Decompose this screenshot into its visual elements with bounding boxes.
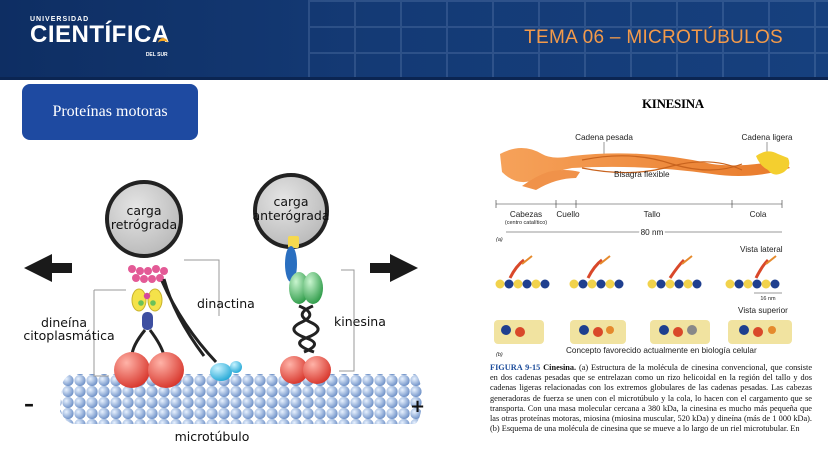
hinge-label: Bisagra flexible: [614, 170, 670, 179]
cargo-left-line2: retrógrada: [111, 217, 177, 232]
dynein-label-line1: dineína: [41, 315, 87, 330]
kinesin-motor: [253, 173, 331, 384]
arrow-right-icon: [370, 254, 418, 282]
heads-label: Cabezas: [510, 210, 542, 219]
top-view-label: Vista superior: [738, 306, 788, 315]
theme-title: TEMA 06 – MICROTÚBULOS: [524, 27, 783, 48]
arrow-left-icon: [24, 254, 72, 282]
length-scale: [495, 200, 783, 233]
catalytic-center-label: (centro catalítico): [505, 220, 547, 226]
tail-label: Cola: [750, 210, 767, 219]
side-view-row: [495, 255, 780, 289]
stalk-label: Tallo: [644, 210, 661, 219]
caption-figure-name: Cinesina.: [543, 363, 577, 372]
kinesin-label: kinesina: [334, 314, 386, 329]
motor-proteins-diagram: carga retrógrada carga anterógrada dinac…: [23, 173, 425, 444]
cargo-right-line1: carga: [273, 194, 308, 209]
header-background-pattern: [308, 0, 828, 80]
header-divider: [0, 77, 828, 80]
label-brackets: [93, 259, 355, 377]
microtubule: [60, 374, 422, 424]
dynactin-label: dinactina: [197, 296, 255, 311]
caption-text: (a) Estructura de la molécula de cinesin…: [490, 363, 813, 434]
kinesin-molecule: [500, 148, 790, 190]
microtubule-label: microtúbulo: [175, 429, 250, 444]
top-view-row: [494, 320, 792, 344]
heavy-chain-label: Cadena pesada: [575, 133, 633, 142]
kinesin-figure: Cadena pesada Cadena ligera Bisagra flex…: [494, 133, 793, 358]
figure-title: KINESINA: [642, 96, 704, 111]
panel-a-label: (a): [496, 237, 503, 243]
plus-end-sign: +: [410, 396, 425, 417]
panel-b-label: (b): [496, 352, 503, 358]
neck-label: Cuello: [556, 210, 580, 219]
step-size-label: 16 nm: [760, 296, 776, 302]
cargo-left-line1: carga: [126, 203, 161, 218]
logo-sub-text: DEL SUR: [145, 52, 168, 58]
logo-accent-icon: [158, 38, 168, 44]
side-view-label: Vista lateral: [740, 245, 783, 254]
university-logo: UNIVERSIDAD CIENTÍFICA DEL SUR: [30, 16, 170, 58]
header-bar: UNIVERSIDAD CIENTÍFICA DEL SUR TEMA 06 –…: [0, 0, 828, 80]
minus-end-sign: –: [24, 392, 34, 416]
logo-main-text: CIENTÍFICA: [30, 21, 170, 48]
dynein-motor: [105, 180, 242, 388]
figure-caption: FIGURA 9-15 Cinesina. (a) Estructura de …: [490, 363, 812, 434]
light-chain-label: Cadena ligera: [742, 133, 793, 142]
cargo-right-line2: anterógrada: [252, 208, 329, 223]
logo-top-text: UNIVERSIDAD: [30, 16, 90, 23]
section-title: Proteínas motoras: [52, 103, 168, 120]
dynein-label-line2: citoplasmática: [23, 328, 114, 343]
section-title-box: Proteínas motoras: [22, 84, 198, 140]
favored-concept-label: Concepto favorecido actualmente en biolo…: [566, 346, 757, 355]
length-label: 80 nm: [641, 228, 664, 237]
caption-figure-number: FIGURA 9-15: [490, 363, 541, 372]
